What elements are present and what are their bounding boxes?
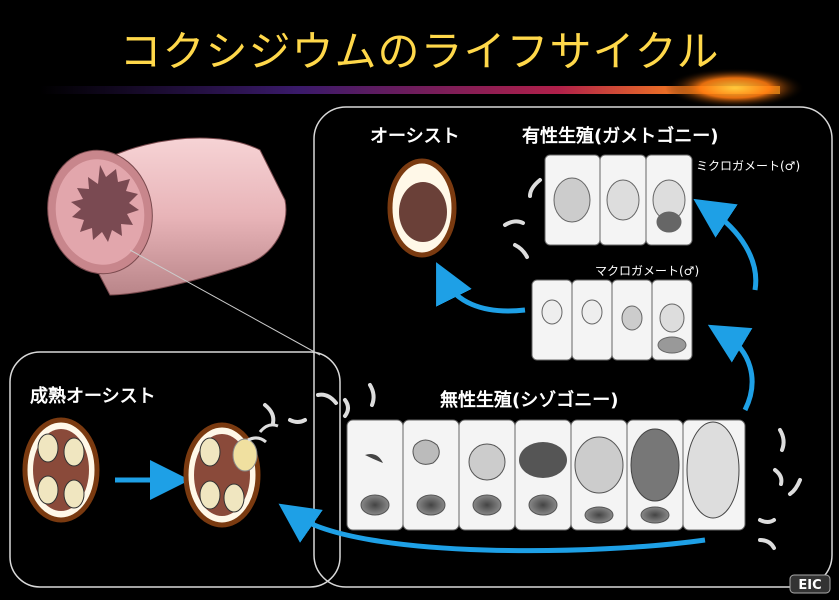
gametogony-cells-row — [544, 154, 693, 246]
cycle-arrows — [278, 198, 759, 554]
gametogony-label: 有性生殖(ガメトゴニー) — [522, 126, 719, 147]
macrogamete-label: マクロガメート(♂) — [595, 264, 700, 278]
microgamete-label: ミクロガメート(♂) — [696, 159, 801, 173]
mature-oocyst-panel — [9, 351, 341, 588]
oocyst-illustration — [387, 158, 457, 258]
svg-text:EIC: EIC — [798, 578, 821, 593]
sporozoites-decoration — [263, 178, 802, 550]
intestine-illustration — [47, 137, 321, 356]
hatching-oocyst-illustration — [183, 422, 279, 528]
eic-logo: EIC — [789, 574, 831, 594]
oocyst-label: オーシスト — [370, 126, 460, 147]
asexual-cells-row — [346, 419, 746, 531]
mature-oocyst-illustration — [22, 417, 100, 523]
page-title: コクシジウムのライフサイクル — [119, 27, 720, 76]
schizogony-label: 無性生殖(シゾゴニー) — [440, 390, 619, 411]
title-underline-bar — [40, 68, 805, 108]
life-cycle-panel — [313, 106, 833, 588]
mature-oocyst-label: 成熟オーシスト — [30, 386, 156, 407]
macrogamete-cells-row — [531, 279, 693, 361]
